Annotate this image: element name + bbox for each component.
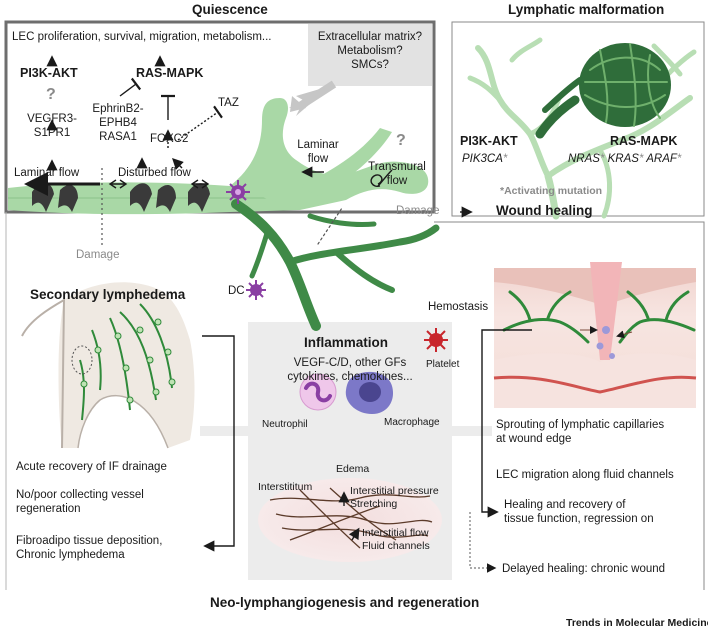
interstitial-fibers (269, 487, 433, 549)
healing-line-1: Healing and recovery of (504, 499, 626, 511)
collecting-vessel (8, 168, 300, 246)
macrophage-illustration (345, 371, 394, 414)
macrophage-label: Macrophage (384, 417, 440, 428)
interstitium-label: Interstititum (258, 481, 313, 493)
quiescence-title: Quiescence (192, 2, 268, 17)
inflammation-factors-2: cytokines, chemokines... (287, 371, 413, 383)
interstitial-flow-label: Interstitial flow (362, 527, 429, 539)
malformation-vessels (467, 37, 697, 220)
hemostasis-label: Hemostasis (428, 301, 489, 313)
vegfr3-label-1: VEGFR3- (27, 113, 77, 125)
secondary-point-1: Acute recovery of IF drainage (16, 461, 167, 473)
secondary-point-3b: Chronic lymphedema (16, 549, 125, 561)
pi3k-akt-label: PI3K-AKT (20, 66, 78, 80)
neutrophil-label: Neutrophil (262, 419, 308, 430)
edema-label: Edema (336, 463, 370, 475)
dendritic-cell-1 (226, 180, 250, 204)
ephrin-label-1: EphrinB2- (92, 103, 144, 115)
healing-line-2: tissue function, regression on (504, 513, 654, 525)
secondary-point-2a: No/poor collecting vessel (16, 489, 144, 501)
wound-gap (590, 262, 622, 360)
activating-mutation-note: *Activating mutation (500, 185, 603, 197)
secondary-point-3a: Fibroadipo tissue deposition, (16, 535, 163, 547)
secondary-point-2b: regeneration (16, 503, 81, 515)
pathway-arrows (24, 55, 393, 196)
stretching-label: Stretching (350, 498, 398, 510)
vegfr3-label-2: S1PR1 (33, 127, 71, 139)
secondary-lymphedema-title: Secondary lymphedema (30, 287, 186, 302)
ecm-line-1: Extracellular matrix? (317, 31, 423, 43)
malformation-ras-mapk: RAS-MAPK (610, 134, 678, 148)
wound-healing-title: Wound healing (496, 203, 593, 218)
sprouting-line-2: at wound edge (496, 433, 572, 445)
neutrophil-illustration (299, 373, 337, 411)
laminar-flow-label: Laminar flow (14, 167, 80, 179)
sprouting-line-1: Sprouting of lymphatic capillaries (496, 419, 665, 431)
ephrin-label-2: EPHB4 (99, 117, 137, 129)
interstitial-pressure-label: Interstitial pressure (350, 485, 439, 497)
inflammation-factors-1: VEGF-C/D, other GFs (293, 357, 407, 369)
transmural-label-2: flow (386, 175, 408, 187)
platelet-illustration (424, 328, 448, 352)
ephrin-label-3: RASA1 (99, 131, 137, 143)
capillary-tree (230, 98, 429, 210)
laminar-flow-right-1: Laminar (297, 139, 339, 151)
fluid-channels-label: Fluid channels (362, 540, 430, 552)
ras-mapk-label: RAS-MAPK (136, 66, 204, 80)
malformation-title: Lymphatic malformation (508, 2, 665, 17)
platelet-label: Platelet (426, 359, 460, 370)
disturbed-flow-label: Disturbed flow (118, 167, 191, 179)
ecm-note-box (308, 24, 432, 86)
ecm-line-2: Metabolism? (337, 45, 403, 57)
laminar-flow-right-2: flow (307, 153, 329, 165)
lec-migration-label: LEC migration along fluid channels (496, 469, 674, 481)
nras-kras-araf-label: NRAS* KRAS* ARAF* (568, 153, 682, 165)
delayed-healing-label: Delayed healing: chronic wound (502, 563, 666, 575)
malformation-pi3k-akt: PI3K-AKT (460, 134, 518, 148)
torso-illustration (21, 282, 195, 449)
transmural-label-1: Transmural (368, 161, 426, 173)
question-mark: ? (46, 86, 56, 103)
wound-skin-illustration (493, 262, 697, 408)
damage-left-label: Damage (76, 249, 120, 261)
malformation-box (451, 21, 705, 217)
journal-name: Trends in Molecular Medicine (566, 617, 708, 629)
pik3ca-label: PIK3CA* (462, 153, 508, 165)
dark-vessel-tree (231, 199, 440, 331)
transmural-question: ? (396, 132, 406, 149)
lec-functions-text: LEC proliferation, survival, migration, … (12, 31, 272, 43)
dendritic-cell-2 (246, 280, 266, 300)
foxc2-label: FOXC2 (150, 133, 189, 145)
ecm-line-3: SMCs? (351, 59, 389, 71)
taz-label: TAZ (218, 97, 239, 109)
dc-label: DC (228, 285, 245, 297)
footer-caption: Neo-lymphangiogenesis and regeneration (210, 595, 480, 610)
damage-right-label: Damage (396, 205, 440, 217)
inflammation-title: Inflammation (304, 335, 389, 350)
